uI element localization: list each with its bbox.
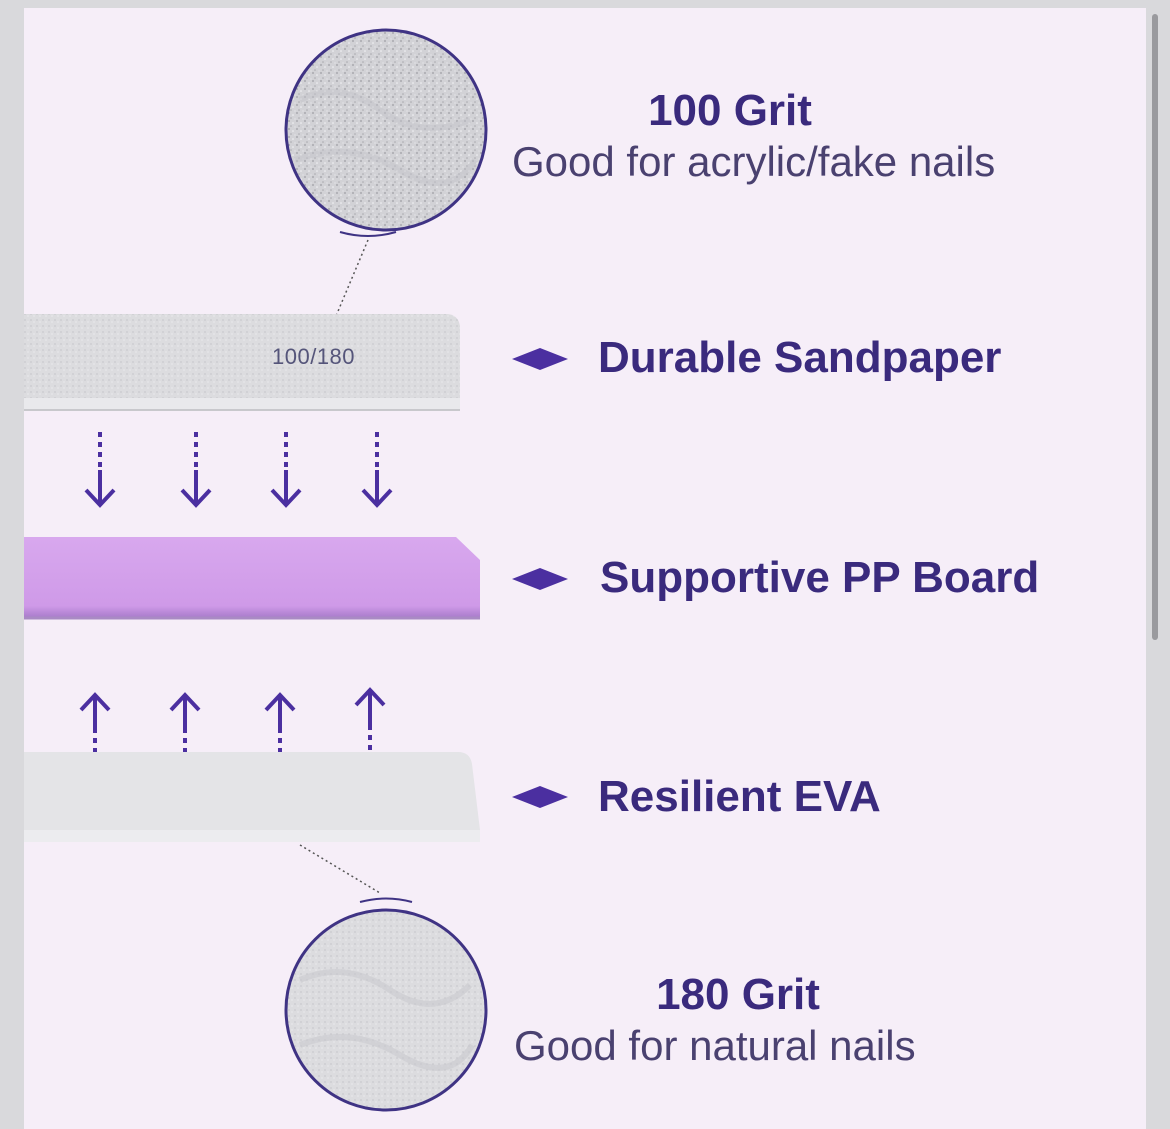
down-arrows bbox=[84, 432, 393, 508]
arrow-down-icon bbox=[270, 432, 302, 508]
scrollbar[interactable] bbox=[1152, 14, 1158, 640]
file-grit-stamp: 100/180 bbox=[272, 344, 356, 369]
layer-label-eva: Resilient EVA bbox=[598, 772, 881, 821]
top-grit-title: 100 Grit bbox=[648, 86, 812, 135]
layer-label-pp-board: Supportive PP Board bbox=[600, 553, 1040, 602]
grit-100-magnifier bbox=[284, 28, 488, 336]
sandpaper-layer bbox=[24, 314, 460, 411]
layer-label-sandpaper: Durable Sandpaper bbox=[598, 333, 1002, 382]
eva-layer bbox=[24, 752, 480, 894]
arrow-down-icon bbox=[84, 432, 116, 508]
bottom-grit-description: Good for natural nails bbox=[514, 1022, 916, 1069]
pp-board-layer bbox=[24, 537, 480, 620]
diamond-bullet-icon bbox=[512, 786, 568, 808]
diamond-bullet-icon bbox=[512, 348, 568, 370]
grit-180-magnifier bbox=[284, 897, 488, 1112]
arrow-down-icon bbox=[361, 432, 393, 508]
top-grit-description: Good for acrylic/fake nails bbox=[512, 138, 996, 185]
bottom-grit-title: 180 Grit bbox=[656, 970, 820, 1019]
arrow-down-icon bbox=[180, 432, 212, 508]
diamond-bullet-icon bbox=[512, 568, 568, 590]
